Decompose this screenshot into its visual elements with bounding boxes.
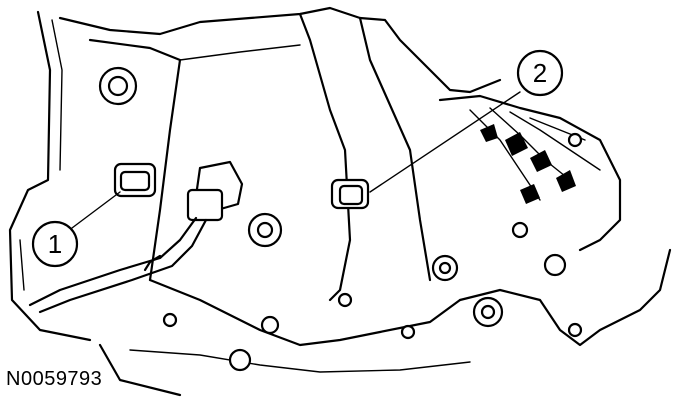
mounting-bolts [98, 66, 583, 372]
engine-block-left [8, 10, 92, 342]
sensor-connector [28, 160, 244, 314]
transmission-case [58, 6, 672, 397]
callout-1-label: 1 [48, 229, 62, 259]
plug-2 [330, 178, 370, 210]
callout-2-label: 2 [533, 58, 547, 88]
leader-lines [71, 91, 521, 229]
callout-1: 1 [31, 220, 79, 268]
plug-1 [113, 162, 157, 198]
figure-id: N0059793 [6, 368, 103, 390]
callout-2: 2 [516, 49, 564, 97]
bell-housing [438, 94, 622, 277]
